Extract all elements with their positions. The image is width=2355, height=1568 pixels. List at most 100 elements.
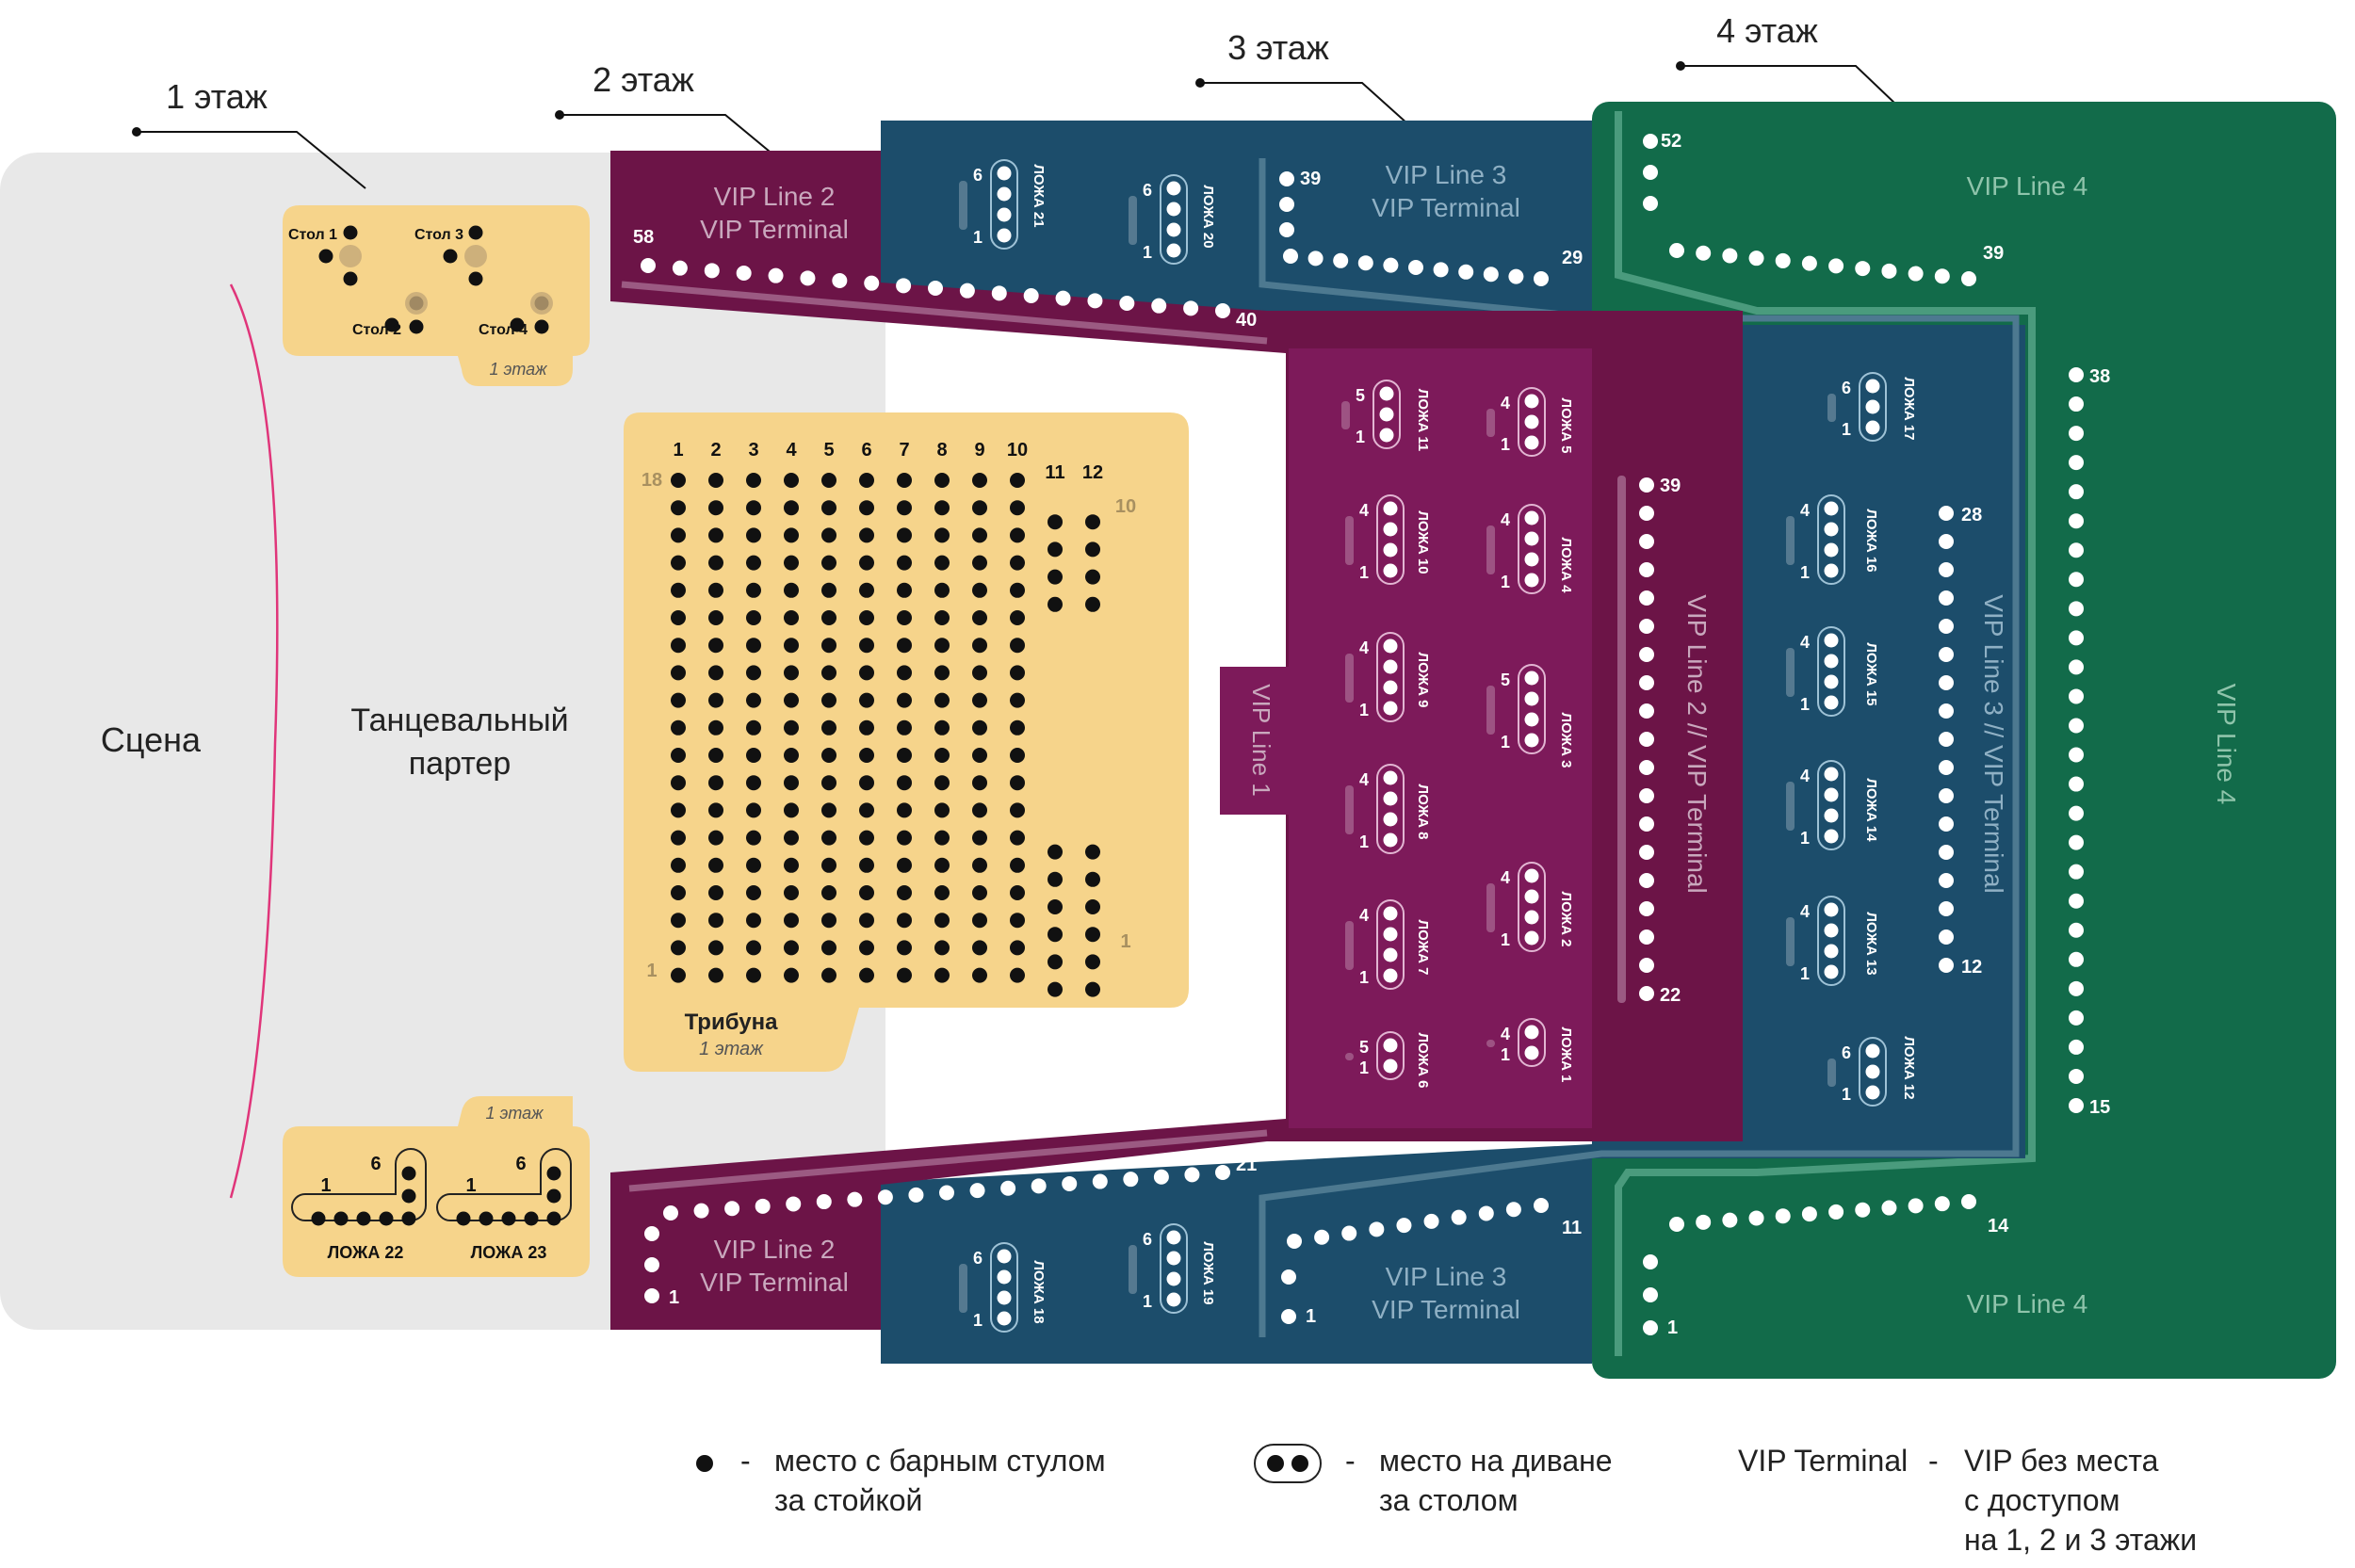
tribune-seat[interactable]	[1085, 569, 1100, 585]
vip2-bot-seat[interactable]	[724, 1201, 740, 1217]
tribune-seat[interactable]	[972, 940, 987, 956]
tribune-seat[interactable]	[1010, 719, 1025, 736]
tribune-seat[interactable]	[784, 638, 799, 654]
tribune-seat[interactable]	[821, 473, 836, 488]
vip4-top-seat[interactable]	[1748, 251, 1764, 267]
tribune-seat[interactable]	[972, 555, 987, 571]
tribune-seat[interactable]	[746, 638, 761, 654]
tribune-seat[interactable]	[972, 473, 987, 488]
vip2-top-seat[interactable]	[800, 270, 816, 286]
lodge-icon[interactable]: 41	[1345, 632, 1405, 722]
tribune-seat[interactable]	[1010, 857, 1025, 873]
tribune-seat[interactable]	[897, 719, 912, 736]
vip3-top-seat[interactable]	[1333, 252, 1349, 268]
tribune-seat[interactable]	[784, 748, 799, 763]
lodge-icon[interactable]: 61	[1129, 1223, 1188, 1314]
tribune-seat[interactable]	[671, 802, 686, 818]
tribune-seat[interactable]	[934, 473, 950, 488]
tribune-seat[interactable]	[1010, 473, 1025, 488]
vip3-top-seat[interactable]	[1408, 260, 1423, 275]
vip2-top-seat[interactable]	[672, 260, 688, 276]
vip2-bot-seat[interactable]	[847, 1191, 863, 1207]
vip4-top-seat[interactable]	[1961, 271, 1976, 286]
tribune-seat[interactable]	[746, 857, 761, 873]
vip3-side-seat[interactable]	[1939, 958, 1954, 973]
tribune-seat[interactable]	[821, 830, 836, 846]
tribune-seat[interactable]	[1085, 981, 1100, 997]
tribune-seat[interactable]	[746, 473, 761, 488]
tribune-seat[interactable]	[1010, 885, 1025, 900]
vip4-side-seat[interactable]	[2069, 688, 2084, 704]
vip3-side-seat[interactable]	[1939, 562, 1954, 577]
vip4-bot-seat[interactable]	[1881, 1200, 1897, 1216]
vip4-top-seat[interactable]	[1669, 243, 1684, 258]
vip3-side-seat[interactable]	[1939, 534, 1954, 549]
tribune-seat[interactable]	[746, 748, 761, 763]
vip2-bot-seat[interactable]	[1092, 1173, 1108, 1189]
tribune-seat[interactable]	[897, 610, 912, 625]
vip4-side-seat[interactable]	[2069, 951, 2084, 967]
vip2-bot-seat[interactable]	[939, 1185, 954, 1201]
vip2-top-seat[interactable]	[959, 283, 975, 299]
tribune-seat[interactable]	[671, 775, 686, 791]
vip4-top-left-seat[interactable]	[1643, 134, 1658, 149]
tribune-seat[interactable]	[859, 802, 874, 818]
tribune-seat[interactable]	[708, 830, 723, 846]
tribune-seat[interactable]	[821, 857, 836, 873]
tribune-seat[interactable]	[821, 527, 836, 543]
vip2-side-seat[interactable]	[1639, 986, 1654, 1001]
tribune-seat[interactable]	[746, 500, 761, 516]
tribune-seat[interactable]	[1010, 638, 1025, 654]
vip4-top-seat[interactable]	[1908, 266, 1924, 282]
vip4-side-seat[interactable]	[2069, 484, 2084, 500]
tribune-seat[interactable]	[821, 500, 836, 516]
vip3-side-seat[interactable]	[1939, 647, 1954, 662]
tribune-seat[interactable]	[934, 748, 950, 763]
vip4-bot-seat[interactable]	[1669, 1217, 1684, 1232]
tribune-seat[interactable]	[1010, 610, 1025, 625]
tribune-seat[interactable]	[1085, 871, 1100, 887]
tribune-seat[interactable]	[859, 692, 874, 708]
vip2-top-seat[interactable]	[1023, 288, 1039, 303]
tribune-seat[interactable]	[746, 582, 761, 598]
tribune-seat[interactable]	[708, 610, 723, 625]
tribune-seat[interactable]	[972, 857, 987, 873]
tribune-seat[interactable]	[671, 940, 686, 956]
tribune-seat[interactable]	[1048, 844, 1063, 860]
vip2-top-seat[interactable]	[832, 273, 848, 288]
vip2-bot-seat[interactable]	[1062, 1175, 1078, 1191]
vip3-side-seat[interactable]	[1939, 845, 1954, 860]
tribune-seat[interactable]	[784, 500, 799, 516]
tribune-seat[interactable]	[859, 665, 874, 681]
tribune-seat[interactable]	[746, 913, 761, 929]
vip4-bot-seat[interactable]	[1722, 1212, 1738, 1228]
tribune-seat[interactable]	[784, 913, 799, 929]
tribune-seat[interactable]	[934, 857, 950, 873]
vip4-side-seat[interactable]	[2069, 1098, 2084, 1113]
tribune-seat[interactable]	[972, 665, 987, 681]
vip2-top-seat[interactable]	[736, 266, 752, 281]
vip3-side-seat[interactable]	[1939, 873, 1954, 888]
tribune-seat[interactable]	[671, 610, 686, 625]
vip2-side-seat[interactable]	[1639, 647, 1654, 662]
tribune-seat[interactable]	[897, 500, 912, 516]
tribune-seat[interactable]	[708, 473, 723, 488]
tribune-seat[interactable]	[821, 610, 836, 625]
lodge-icon[interactable]: 61	[1827, 372, 1887, 442]
vip2-bot-seat[interactable]	[755, 1198, 771, 1214]
tribune-seat[interactable]	[1085, 514, 1100, 530]
tribune-seat[interactable]	[934, 582, 950, 598]
tribune-seat[interactable]	[972, 885, 987, 900]
lodge-icon[interactable]: 41	[1486, 862, 1546, 952]
vip2-top-seat[interactable]	[864, 275, 880, 291]
tribune-seat[interactable]	[934, 665, 950, 681]
vip2-bot-seat[interactable]	[1153, 1169, 1169, 1185]
vip4-top-seat[interactable]	[1722, 248, 1738, 264]
tribune-seat[interactable]	[671, 527, 686, 543]
vip3-side-seat[interactable]	[1939, 816, 1954, 832]
vip4-bot-left-seat[interactable]	[1643, 1254, 1658, 1269]
tribune-seat[interactable]	[934, 775, 950, 791]
tribune-seat[interactable]	[821, 885, 836, 900]
vip2-bot-seat[interactable]	[969, 1183, 985, 1199]
tribune-seat[interactable]	[1048, 542, 1063, 558]
